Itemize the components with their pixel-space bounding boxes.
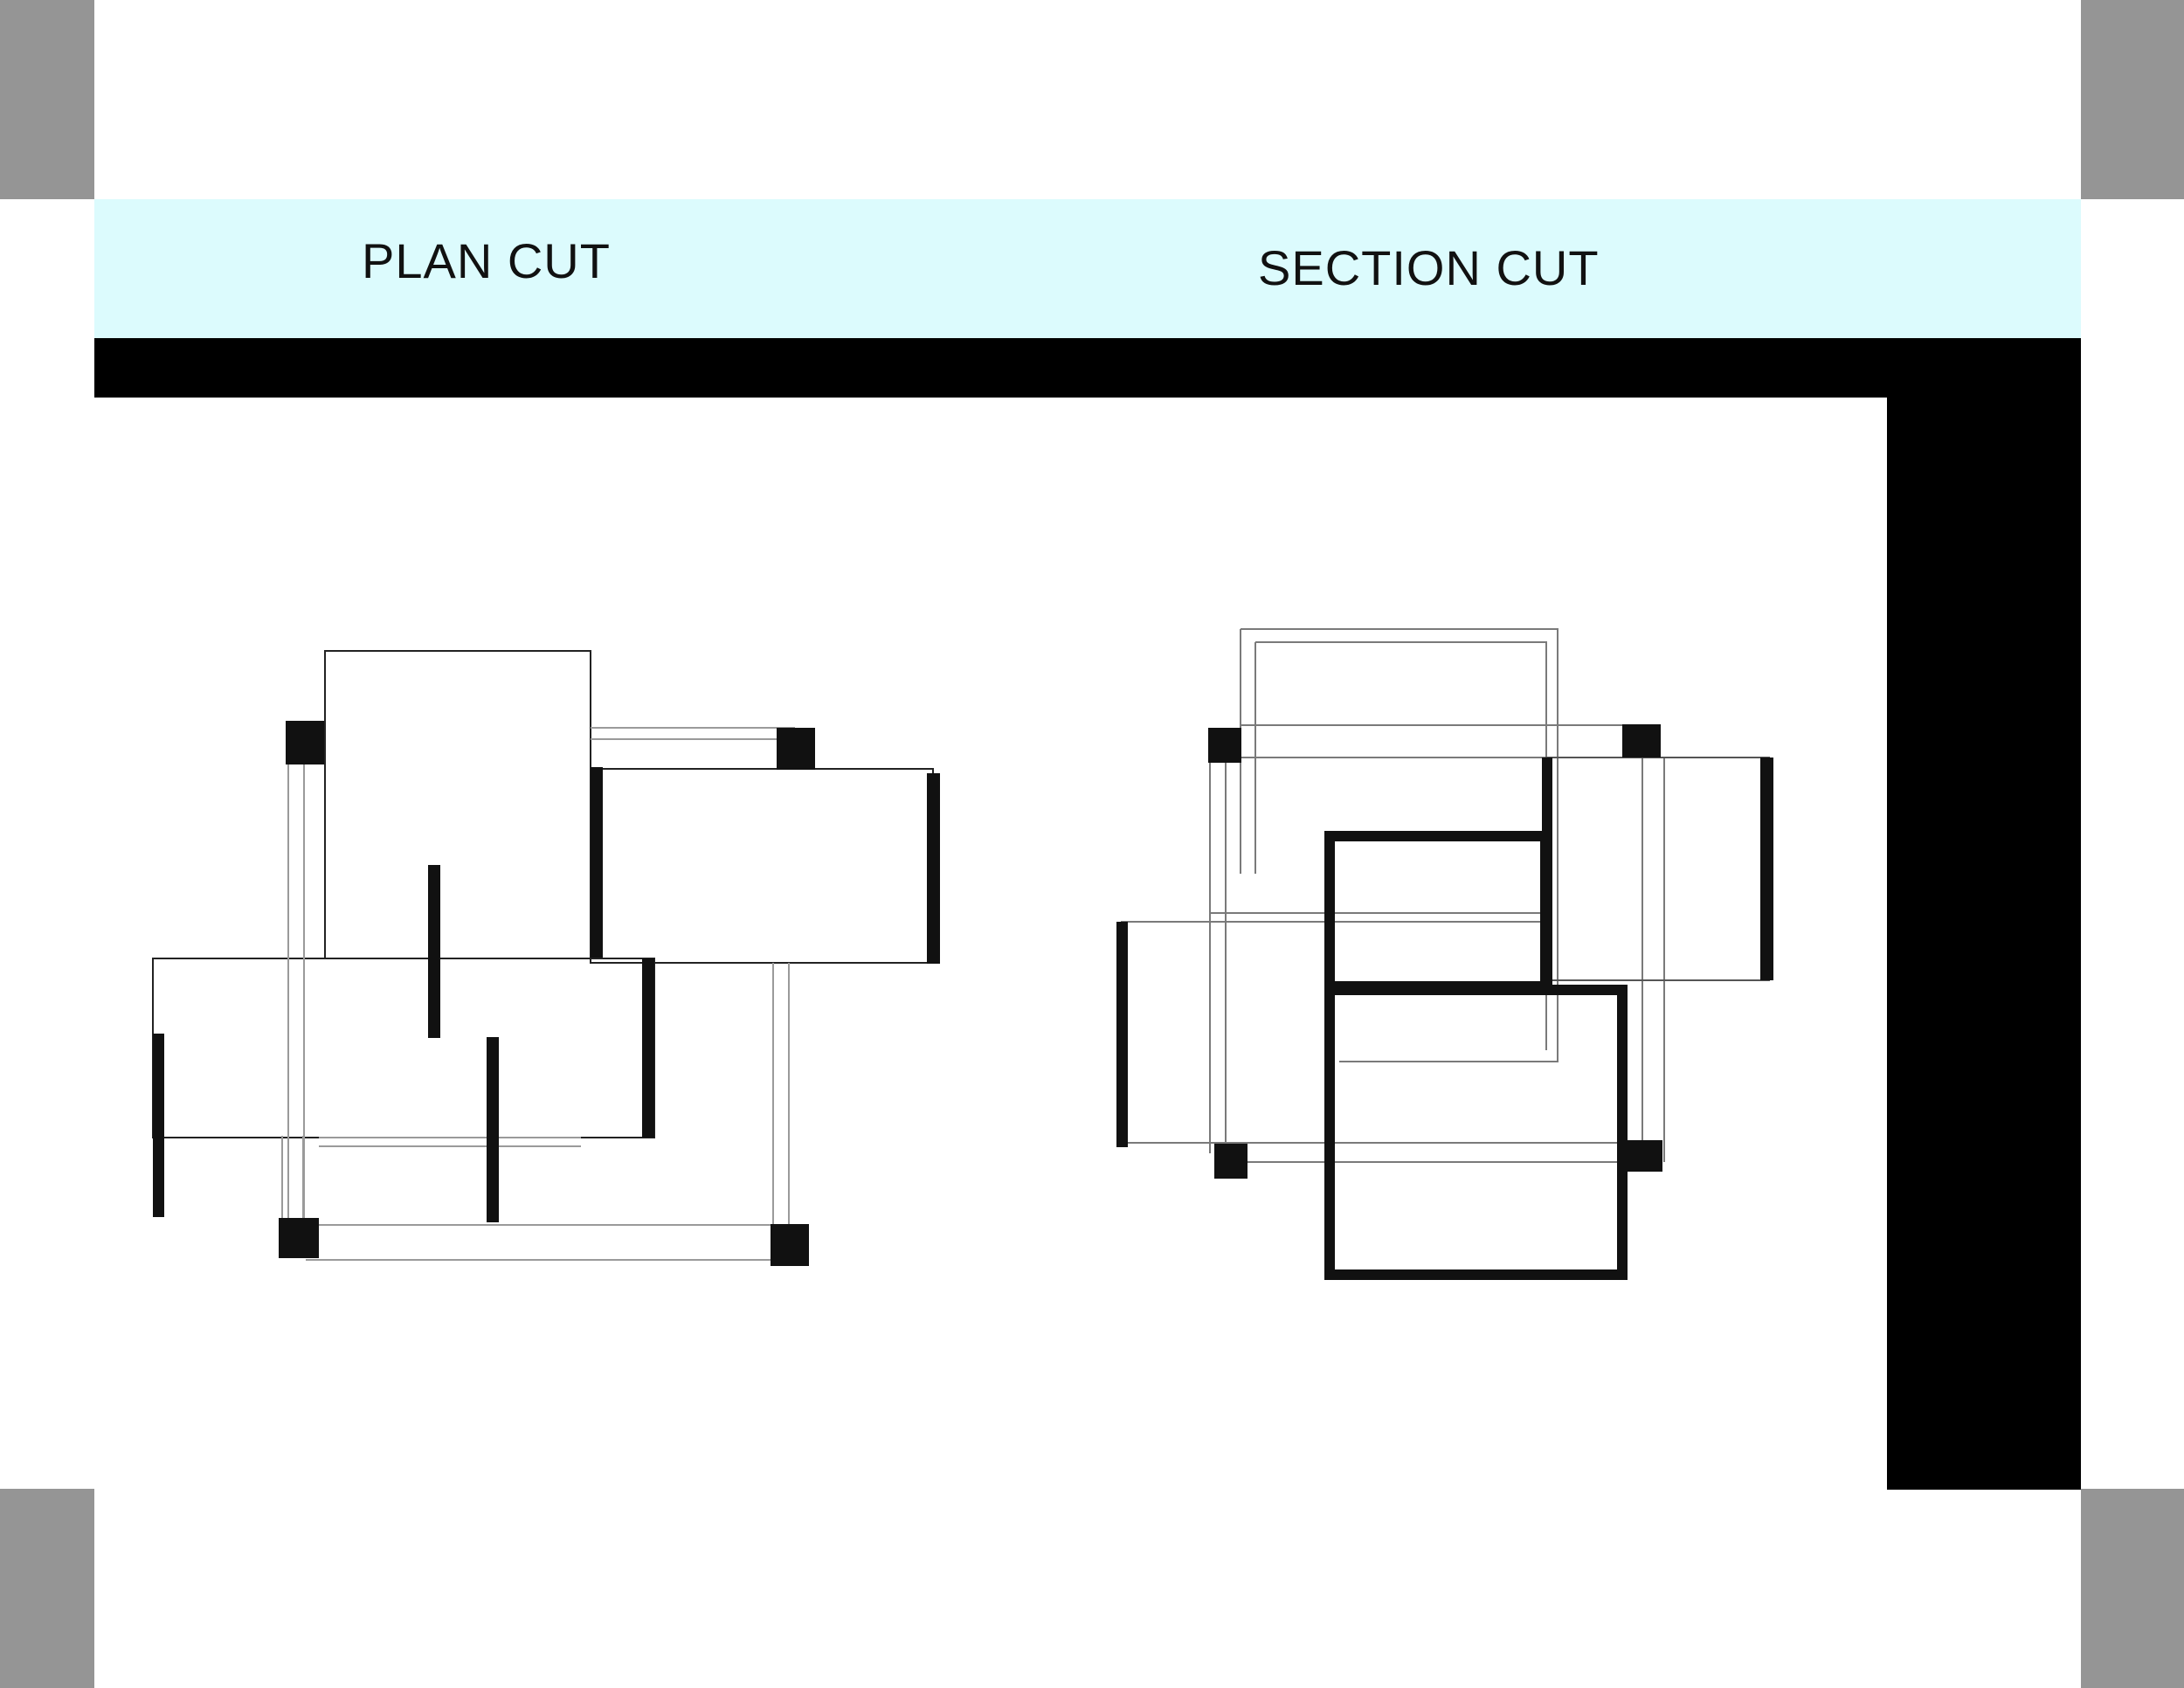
corner-tab-top-left bbox=[0, 0, 94, 199]
plan-wall bbox=[591, 767, 603, 958]
section-upper-block-outline bbox=[1240, 628, 1559, 1062]
section-frame-lines bbox=[1121, 724, 1665, 1163]
section-wall bbox=[1760, 758, 1773, 980]
frame-top-bar bbox=[94, 338, 2081, 398]
section-cut-title: SECTION CUT bbox=[1258, 240, 1600, 295]
plan-wall bbox=[153, 1034, 164, 1217]
section-right-block bbox=[1545, 757, 1770, 981]
section-wall bbox=[1116, 922, 1128, 1147]
plan-post bbox=[286, 721, 324, 764]
plan-wall bbox=[642, 958, 654, 1138]
section-post bbox=[1622, 724, 1661, 758]
frame-right-bar bbox=[1887, 338, 2081, 1490]
section-heavy-upper-frame bbox=[1324, 831, 1551, 992]
plan-wall bbox=[487, 1037, 499, 1222]
section-heavy-lower-frame bbox=[1324, 985, 1628, 1280]
header-band bbox=[94, 199, 2081, 338]
section-post bbox=[1208, 728, 1241, 763]
plan-post bbox=[771, 1224, 809, 1266]
corner-tab-top-right bbox=[2081, 0, 2184, 199]
section-post bbox=[1622, 1140, 1662, 1172]
plan-wall bbox=[927, 773, 940, 964]
section-post bbox=[1214, 1144, 1248, 1179]
plan-post bbox=[777, 728, 815, 770]
corner-tab-bottom-left bbox=[0, 1489, 94, 1688]
plan-post bbox=[279, 1218, 319, 1258]
plan-frame-lines bbox=[281, 727, 795, 1261]
corner-tab-bottom-right bbox=[2081, 1489, 2184, 1688]
plan-cut-title: PLAN CUT bbox=[362, 233, 611, 288]
plan-wall bbox=[428, 865, 440, 1038]
